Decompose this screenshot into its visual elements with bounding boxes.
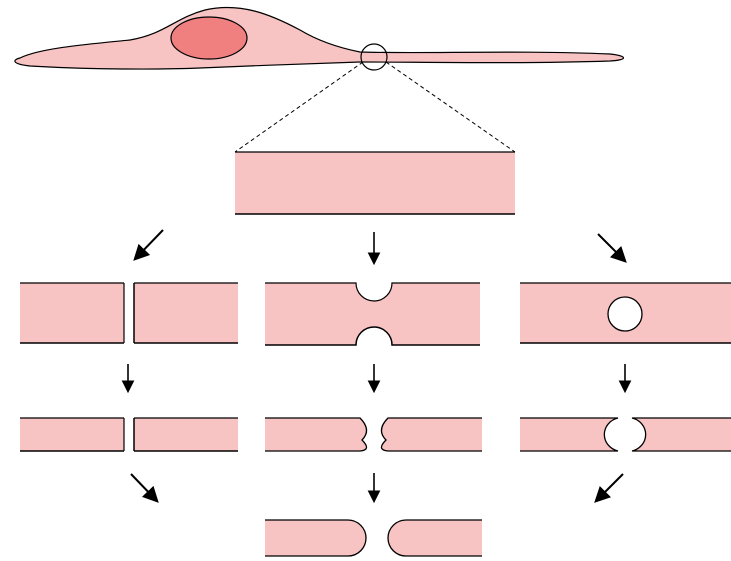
arrow-to-right [597, 233, 627, 263]
hole [607, 296, 643, 332]
zoom-circle [360, 43, 388, 71]
left-step-1 [20, 282, 238, 344]
cell-body [14, 6, 625, 70]
zoomed-segment [235, 151, 515, 215]
left-step-2 [20, 417, 238, 452]
zoom-line-right [385, 61, 516, 153]
center-step-2 [265, 417, 482, 452]
right-arrow-2 [594, 473, 624, 503]
left-arrow-2 [130, 473, 159, 503]
center-result [265, 519, 482, 557]
arrow-to-left [133, 229, 164, 261]
zoom-line-left [234, 61, 364, 153]
nucleus [170, 16, 248, 60]
cell [14, 6, 625, 71]
right-step-2 [520, 417, 731, 452]
center-step-1 [265, 282, 480, 346]
right-step-1 [520, 282, 731, 344]
